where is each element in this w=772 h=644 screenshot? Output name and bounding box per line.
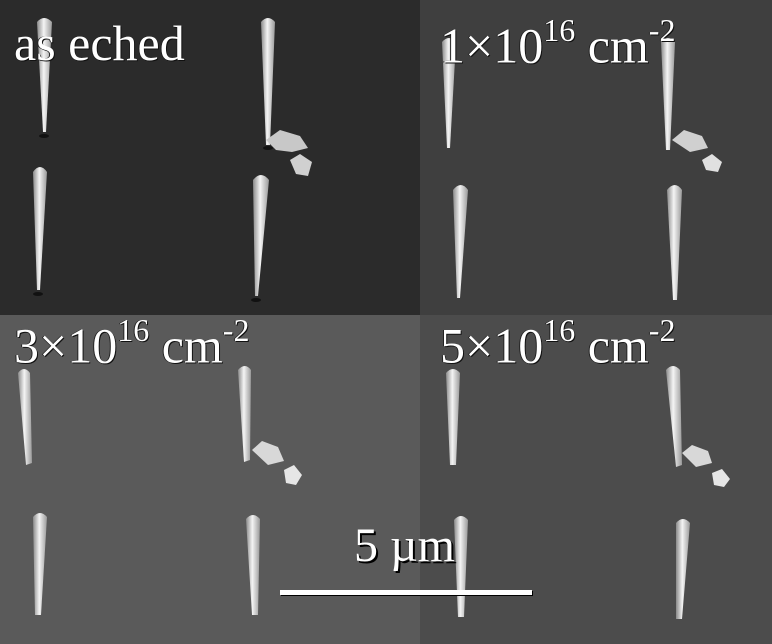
scale-bar-label: 5 µm	[354, 519, 455, 572]
nanowire	[33, 167, 47, 290]
label-dose-1e16: 1×1016 cm-2	[440, 12, 676, 74]
panel-3e16	[0, 315, 420, 644]
panel-as-etched-image	[0, 0, 420, 315]
debris-particle	[284, 465, 302, 485]
debris-particle	[290, 154, 312, 176]
nanowire	[661, 38, 675, 150]
nanowire	[442, 38, 456, 148]
debris-particle	[702, 154, 722, 172]
nanowire	[37, 18, 52, 132]
nanowire	[453, 185, 468, 298]
debris-particle	[252, 441, 284, 465]
label-as-etched: as eched	[14, 15, 185, 71]
label-dose-5e16: 5×1016 cm-2	[440, 312, 676, 374]
debris-particle	[682, 445, 712, 467]
panel-5e16-image	[420, 315, 772, 644]
panel-as-etched	[0, 0, 420, 315]
panel-5e16	[420, 315, 772, 644]
debris-particle	[266, 130, 308, 152]
nanowire	[261, 18, 275, 145]
panel-1e16	[420, 0, 772, 315]
nanowire	[33, 513, 47, 615]
nanowire	[666, 366, 682, 467]
debris-particle	[712, 469, 730, 487]
debris-particle	[672, 130, 708, 152]
nanowire	[253, 175, 269, 296]
nanowire	[246, 515, 260, 615]
nanowire	[238, 366, 251, 462]
scale-bar	[280, 590, 532, 595]
nanowire	[18, 369, 32, 465]
nanowire	[667, 185, 682, 300]
panel-1e16-image	[420, 0, 772, 315]
nanowire	[676, 519, 690, 619]
label-dose-3e16: 3×1016 cm-2	[14, 312, 250, 374]
nanowire	[446, 369, 460, 465]
panel-3e16-image	[0, 315, 420, 644]
